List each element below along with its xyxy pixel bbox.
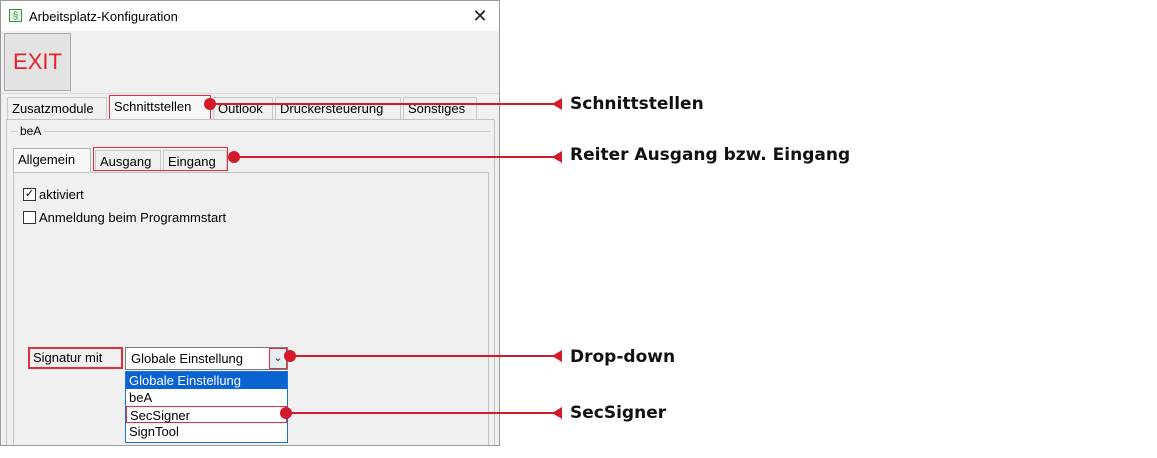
callout-secsigner: SecSigner [570,403,667,423]
signature-dropdown[interactable]: Globale Einstellung ⌄ [125,347,288,370]
callout-reiter: Reiter Ausgang bzw. Eingang [570,145,851,165]
paragraph-icon: § [9,9,22,22]
dropdown-option-signtool[interactable]: SignTool [129,424,179,439]
config-window: § Arbeitsplatz-Konfiguration ✕ EXIT Zusa… [0,0,500,446]
tab-eingang[interactable]: Eingang [163,150,227,172]
signature-dropdown-list: Globale Einstellung beA SecSigner SignTo… [125,371,288,443]
close-icon[interactable]: ✕ [472,6,488,26]
toolbar-divider [1,93,499,94]
callout-arrow-reiter [552,151,562,163]
option-label: aktiviert [39,187,84,202]
dropdown-option-bea[interactable]: beA [129,390,153,405]
tab-ausgang[interactable]: Ausgang [95,150,161,172]
tab-druckersteuerung[interactable]: Druckersteuerung [275,97,401,119]
tab-sonstiges[interactable]: Sonstiges [403,97,477,119]
tab-zusatzmodule[interactable]: Zusatzmodule [7,97,107,119]
tab-schnittstellen[interactable]: Schnittstellen [109,95,211,119]
tab-allgemein[interactable]: Allgemein [13,148,91,172]
callout-dropdown: Drop-down [570,347,676,367]
option-label: Anmeldung beim Programmstart [39,210,227,225]
option-anmeldung-programmstart[interactable]: Anmeldung beim Programmstart [23,210,226,225]
callout-arrow-dropdown [552,350,562,362]
callout-line-dropdown [290,355,560,357]
callout-line-secsigner [286,412,560,414]
callout-arrow-secsigner [552,407,562,419]
dropdown-option-globale-einstellung[interactable]: Globale Einstellung [126,372,287,389]
exit-button[interactable]: EXIT [4,33,71,91]
signature-label: Signatur mit [28,347,123,369]
callout-schnittstellen: Schnittstellen [570,94,704,114]
option-aktiviert[interactable]: ✓ aktiviert [23,187,84,202]
signature-selected-value: Globale Einstellung [131,351,244,366]
dropdown-option-secsigner[interactable]: SecSigner [126,406,287,423]
group-label-bea: beA [18,124,44,138]
checkbox-unchecked[interactable] [23,211,36,224]
tab-outlook[interactable]: Outlook [213,97,273,119]
checkbox-checked[interactable]: ✓ [23,188,36,201]
title-bar: § Arbeitsplatz-Konfiguration ✕ [1,1,499,31]
callout-line-reiter [234,156,560,158]
window-title: Arbeitsplatz-Konfiguration [29,9,178,24]
callout-line-schnittstellen [210,103,560,105]
callout-arrow-schnittstellen [552,98,562,110]
group-divider [11,131,491,132]
